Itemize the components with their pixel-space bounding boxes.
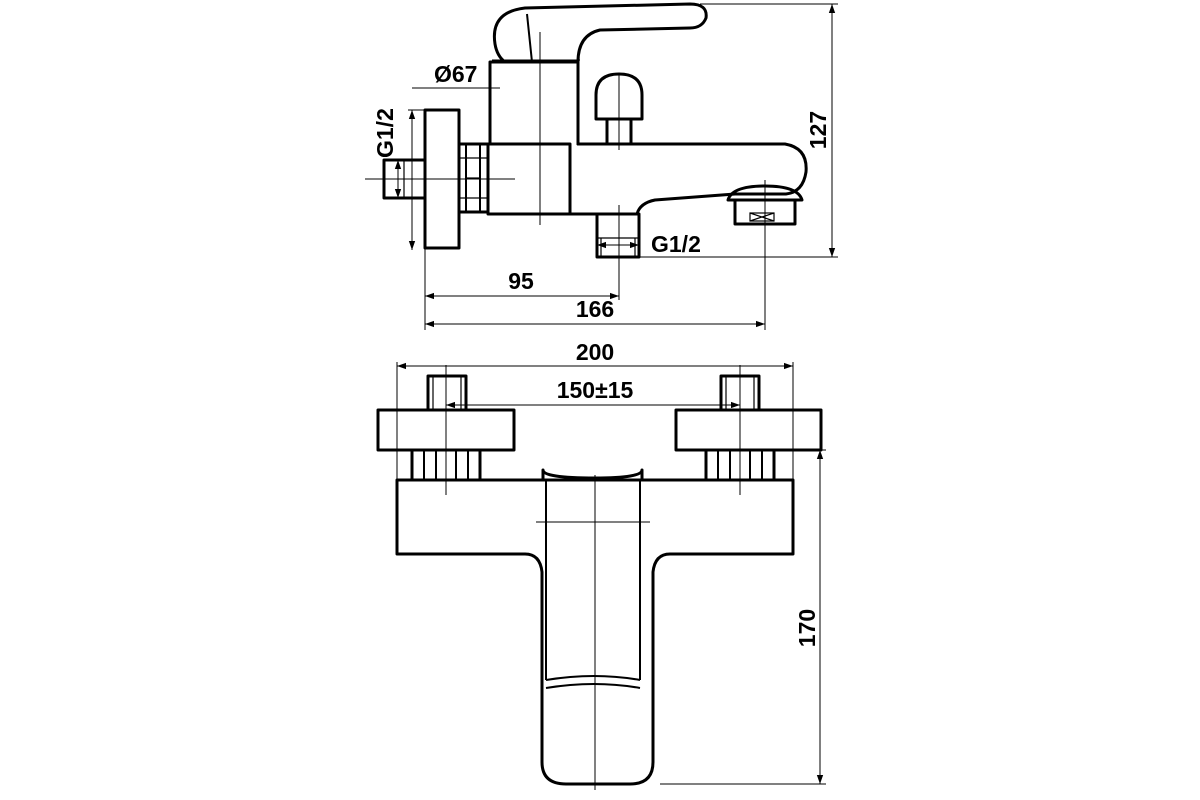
mixer-body: [488, 60, 580, 146]
lever-handle: [492, 2, 708, 64]
width-label: 200: [576, 339, 614, 365]
outlet-stub: [595, 212, 641, 259]
spout: [568, 142, 808, 216]
front-body: [395, 478, 795, 786]
dimension-166-label: 166: [576, 296, 614, 322]
depth-label: 170: [794, 609, 820, 647]
connector-block: [486, 142, 572, 216]
inlet-thread-label: G1/2: [372, 108, 398, 158]
outlet-thread-label: G1/2: [651, 231, 701, 257]
front-view: 200 150±15 170: [376, 339, 826, 790]
dimension-95-label: 95: [508, 268, 534, 294]
diameter-label: Ø67: [434, 61, 477, 87]
diverter-knob: [594, 72, 644, 121]
right-flange: [674, 408, 823, 452]
side-view: Ø67 G1/2 G1/2 127 95 166: [365, 2, 838, 330]
height-label: 127: [805, 111, 831, 149]
spacing-label: 150±15: [557, 377, 634, 403]
